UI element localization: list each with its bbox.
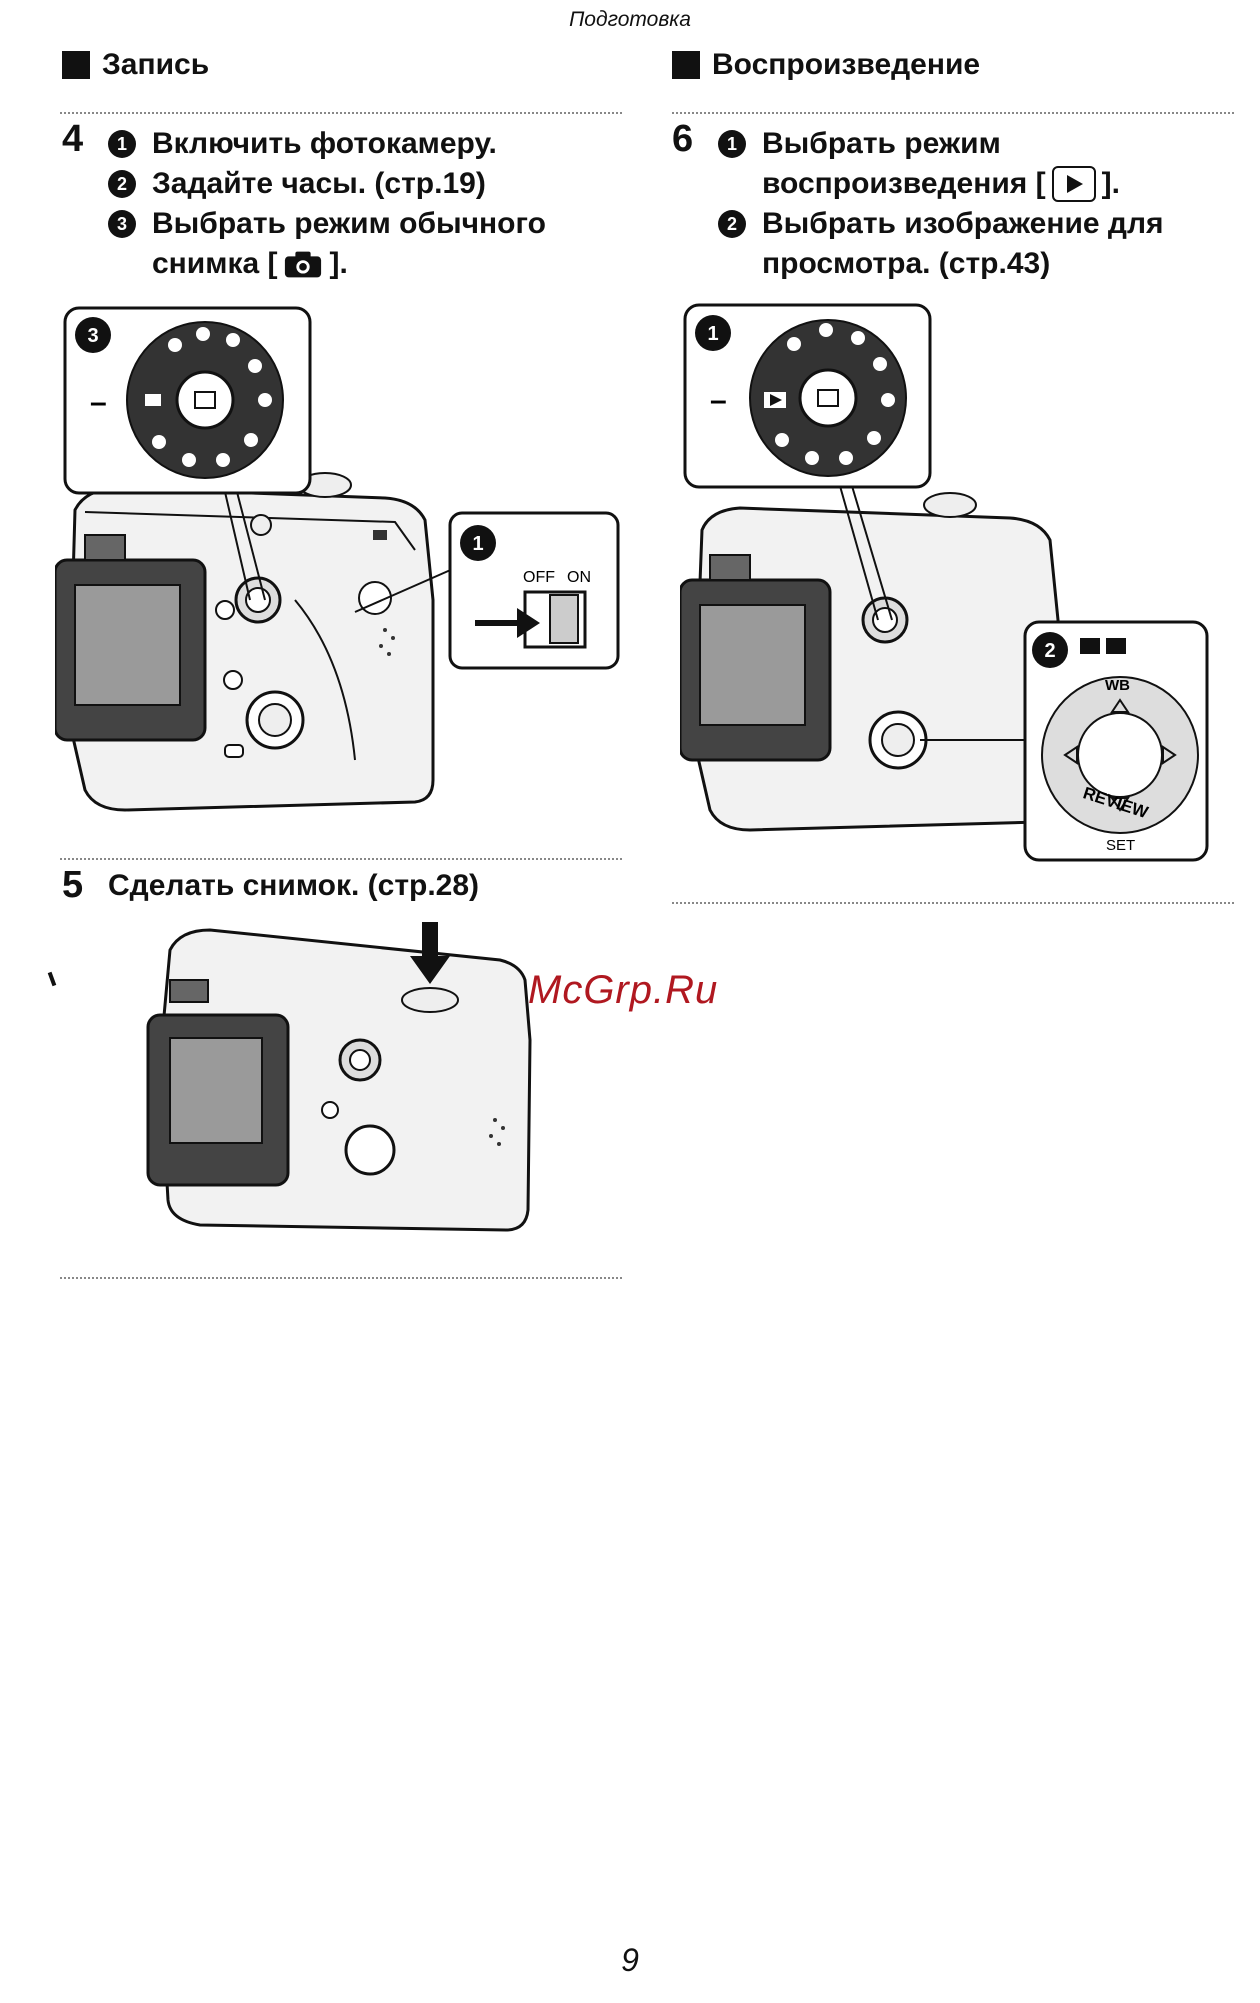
section-title-text: Воспроизведение (712, 48, 980, 82)
play-icon (1052, 166, 1096, 202)
list-item: 2 Выбрать изображение для (718, 204, 1164, 244)
item-text: Выбрать изображение для (762, 204, 1164, 244)
section-title-record: Запись (62, 48, 209, 82)
section-square-icon (672, 51, 700, 79)
list-item: 3 Выбрать режим обычного (108, 204, 546, 244)
marker-label: 3 (87, 325, 98, 347)
marker-label: 2 (1044, 640, 1055, 662)
camera-icon (283, 248, 323, 280)
step6-list: 1 Выбрать режим воспроизведения [ ]. 2 В… (718, 124, 1164, 284)
item-text: снимка [ (152, 244, 277, 284)
marker-1-icon: 1 (108, 130, 136, 158)
set-label: SET (1106, 837, 1135, 854)
page-header: Подготовка (0, 8, 1260, 32)
divider (672, 112, 1234, 114)
switch-off-label: OFF (523, 569, 555, 586)
marker-2-icon: 2 (718, 210, 746, 238)
dial-dash: – (90, 386, 107, 419)
figure-shutter-illustration (140, 920, 540, 1240)
step4-list: 1 Включить фотокамеру. 2 Задайте часы. (… (108, 124, 546, 284)
item-text: ]. (329, 244, 347, 284)
camera-body (55, 473, 433, 810)
divider (672, 902, 1234, 904)
section-title-playback: Воспроизведение (672, 48, 980, 82)
section-title-text: Запись (102, 48, 209, 82)
step-number: 4 (62, 118, 83, 161)
divider (60, 112, 622, 114)
marker-1-icon: 1 (718, 130, 746, 158)
item-text: Включить фотокамеру. (152, 124, 497, 164)
item-text: просмотра. (стр.43) (762, 244, 1050, 284)
dial-dash: – (710, 384, 727, 417)
marker-label: 1 (472, 533, 483, 555)
section-square-icon (62, 51, 90, 79)
wb-label: WB (1105, 677, 1130, 694)
item-text: Выбрать режим (762, 124, 1001, 164)
scan-mark (48, 972, 57, 987)
list-item: 1 Выбрать режим (718, 124, 1164, 164)
list-item-continuation: снимка [ ]. (108, 244, 546, 284)
list-item: 1 Включить фотокамеру. (108, 124, 546, 164)
list-item-continuation: воспроизведения [ ]. (718, 164, 1164, 204)
divider (60, 858, 622, 860)
marker-3-icon: 3 (108, 210, 136, 238)
figure-playback-illustration: 1 – 2 WB REVIEW SET (680, 300, 1220, 880)
step5-text: Сделать снимок. (стр.28) (108, 866, 479, 906)
step-number: 6 (672, 118, 693, 161)
switch-on-label: ON (567, 569, 591, 586)
item-text: воспроизведения [ (762, 164, 1046, 204)
watermark: McGrp.Ru (528, 968, 718, 1013)
marker-label: 1 (707, 323, 718, 345)
item-text: Задайте часы. (стр.19) (152, 164, 486, 204)
marker-2-icon: 2 (108, 170, 136, 198)
list-item-continuation: просмотра. (стр.43) (718, 244, 1164, 284)
item-text: Выбрать режим обычного (152, 204, 546, 244)
figure-record-illustration: 3 – 1 OFF ON (55, 300, 635, 820)
list-item: 2 Задайте часы. (стр.19) (108, 164, 546, 204)
divider (60, 1277, 622, 1279)
page-number: 9 (0, 1942, 1260, 1979)
item-text: ]. (1102, 164, 1120, 204)
step-number: 5 (62, 864, 83, 907)
